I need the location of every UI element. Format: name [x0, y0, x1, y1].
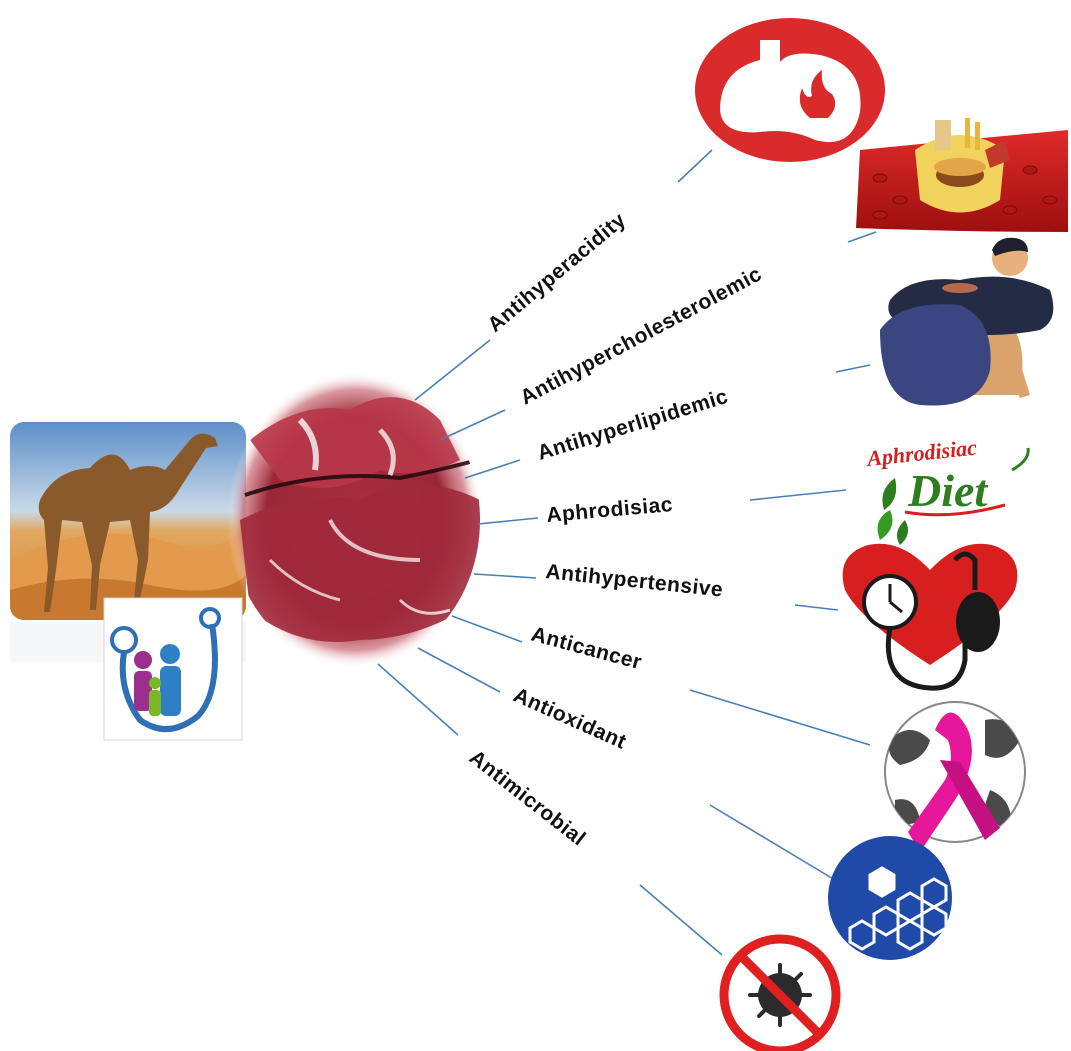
- connector-line: [750, 490, 846, 500]
- benefit-label-antihyperlipidemic: Antihyperlipidemic: [535, 385, 731, 465]
- heart-blood-pressure-icon: [843, 544, 1018, 688]
- molecule-hexagon-icon: [828, 836, 952, 960]
- camel-meat-photo: [227, 372, 483, 668]
- connector-line: [678, 150, 712, 182]
- connector-line: [474, 574, 536, 578]
- benefit-label-aphrodisiac: Aphrodisiac: [545, 493, 673, 527]
- connector-line: [848, 232, 876, 242]
- benefit-label-antihyperacidity: Antihyperacidity: [483, 208, 630, 337]
- diet-logo-line-2: Diet: [907, 465, 988, 516]
- connector-line: [418, 648, 500, 692]
- connector-line: [452, 616, 522, 642]
- benefit-label-antimicrobial: Antimicrobial: [465, 746, 590, 851]
- connector-line: [478, 518, 538, 524]
- connector-line: [710, 805, 835, 880]
- connector-line: [795, 605, 838, 610]
- cancer-ribbon-globe-icon: [885, 702, 1025, 852]
- no-virus-icon: [724, 939, 836, 1051]
- connector-line: [836, 365, 870, 372]
- connector-line: [640, 885, 722, 955]
- stomach-fire-icon: [695, 18, 885, 162]
- benefit-label-antihypertensive: Antihypertensive: [544, 560, 724, 602]
- artery-junk-food-icon: [856, 118, 1068, 232]
- obese-person-icon: [880, 238, 1053, 406]
- connector-line: [378, 664, 458, 735]
- family-doctor-stethoscope-icon: [104, 598, 242, 740]
- benefit-label-antioxidant: Antioxidant: [510, 684, 630, 754]
- connector-line: [415, 340, 490, 400]
- benefit-label-anticancer: Anticancer: [529, 623, 645, 675]
- aphrodisiac-diet-icon: Aphrodisiac Diet: [864, 435, 1028, 545]
- connector-line: [690, 690, 870, 745]
